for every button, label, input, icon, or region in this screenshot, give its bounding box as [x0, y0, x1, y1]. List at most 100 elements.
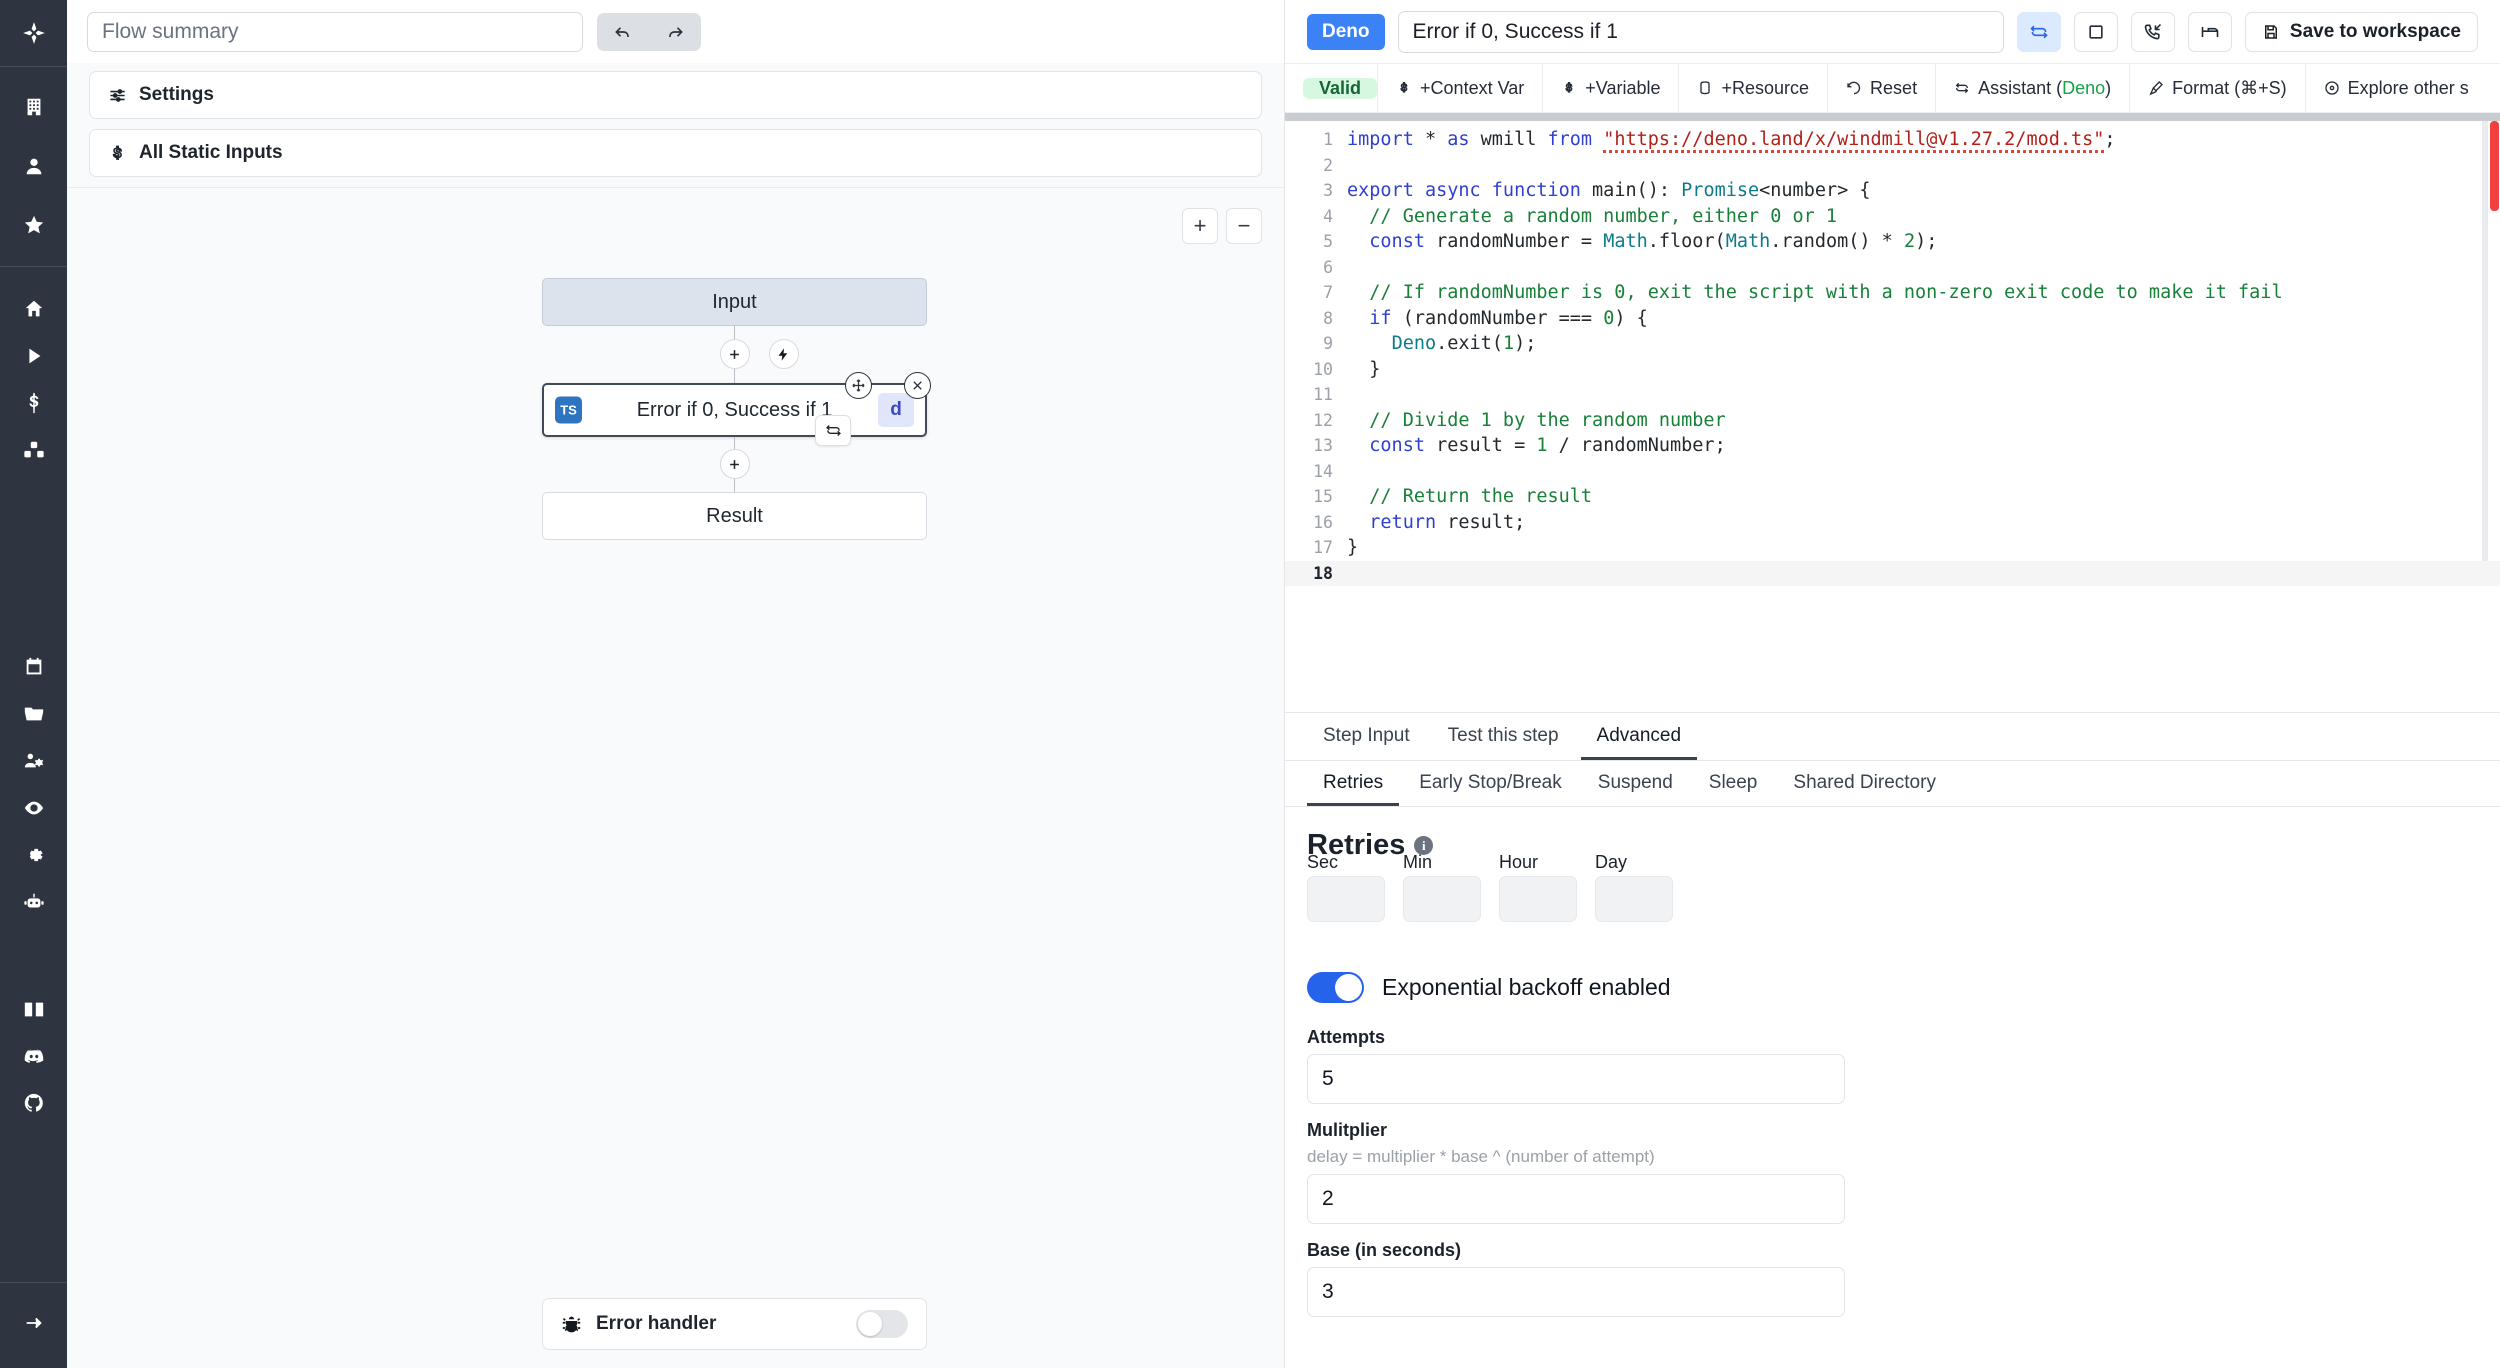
windmill-logo-icon[interactable]: [0, 0, 67, 66]
code-line[interactable]: 10 }: [1285, 357, 2500, 383]
code-text: // Divide 1 by the random number: [1347, 409, 1726, 431]
attempts-input[interactable]: 5: [1307, 1054, 1845, 1104]
sidebar-item-variables[interactable]: [0, 379, 67, 426]
code-text: const result = 1 / randomNumber;: [1369, 435, 1726, 457]
code-line[interactable]: 9 Deno.exit(1);: [1285, 331, 2500, 357]
trigger-button[interactable]: [768, 339, 799, 369]
unit-day-input[interactable]: [1595, 876, 1673, 922]
unit-hour-input[interactable]: [1499, 876, 1577, 922]
sidebar-item-favorites[interactable]: [0, 201, 67, 248]
sidebar-item-workspace[interactable]: [0, 83, 67, 130]
flow-node-input[interactable]: Input: [542, 278, 927, 326]
tab-test-this-step[interactable]: Test this step: [1447, 725, 1559, 746]
sidebar-item-settings[interactable]: [0, 831, 67, 878]
node-retry-badge[interactable]: [815, 415, 851, 446]
static-inputs-panel-button[interactable]: All Static Inputs: [89, 129, 1262, 177]
sidebar-item-discord[interactable]: [0, 1032, 67, 1079]
code-text: // Return the result: [1347, 486, 1593, 508]
assistant-button[interactable]: Assistant (Deno): [1936, 64, 2131, 112]
zoom-in-button[interactable]: +: [1182, 208, 1218, 244]
add-step-button-bottom[interactable]: [719, 449, 750, 479]
move-node-handle[interactable]: [845, 372, 872, 399]
error-handler-toggle[interactable]: [856, 1310, 908, 1338]
suspend-button[interactable]: [2130, 11, 2175, 52]
sidebar-item-audit-logs[interactable]: [0, 784, 67, 831]
code-line[interactable]: 7 // If randomNumber is 0, exit the scri…: [1285, 280, 2500, 306]
code-line[interactable]: 2: [1285, 153, 2500, 179]
exponential-backoff-toggle[interactable]: [1307, 972, 1364, 1003]
code-line[interactable]: 6: [1285, 255, 2500, 281]
code-line[interactable]: 13 const result = 1 / randomNumber;: [1285, 433, 2500, 459]
sidebar-item-resources[interactable]: [0, 426, 67, 473]
settings-panel-label: Settings: [139, 84, 214, 105]
rail-group-top: [0, 67, 67, 248]
base-input[interactable]: 3: [1307, 1267, 1845, 1317]
tab-advanced[interactable]: Advanced: [1580, 725, 1698, 760]
flow-node-step[interactable]: TS Error if 0, Success if 1 d: [542, 383, 927, 437]
info-icon[interactable]: i: [1414, 836, 1434, 855]
multiplier-input[interactable]: 2: [1307, 1174, 1845, 1224]
code-text: // If randomNumber is 0, exit the script…: [1347, 282, 2283, 304]
retries-toggle-button[interactable]: [2016, 11, 2061, 52]
sleep-button[interactable]: [2187, 11, 2232, 52]
code-line[interactable]: 11: [1285, 382, 2500, 408]
undo-button[interactable]: [597, 13, 649, 51]
code-line[interactable]: 15 // Return the result: [1285, 484, 2500, 510]
early-stop-button[interactable]: [2073, 11, 2118, 52]
code-line[interactable]: 8 if (randomNumber === 0) {: [1285, 306, 2500, 332]
save-to-workspace-button[interactable]: Save to workspace: [2244, 11, 2478, 52]
sidebar-item-schedules[interactable]: [0, 643, 67, 690]
sidebar-item-runs[interactable]: [0, 332, 67, 379]
sidebar-item-groups[interactable]: [0, 737, 67, 784]
redo-button[interactable]: [649, 13, 701, 51]
reset-button[interactable]: Reset: [1828, 64, 1937, 112]
editor-horizontal-scrollbar[interactable]: [1285, 113, 2500, 121]
code-line[interactable]: 18: [1285, 560, 2500, 586]
unit-min-input[interactable]: [1403, 876, 1481, 922]
code-line[interactable]: 5 const randomNumber = Math.floor(Math.r…: [1285, 229, 2500, 255]
subtab-shared-directory[interactable]: Shared Directory: [1793, 772, 1936, 793]
flow-canvas[interactable]: + − Input TS: [67, 187, 1284, 1368]
expand-sidebar-button[interactable]: [0, 1299, 67, 1346]
code-text: }: [1347, 537, 1359, 559]
code-line[interactable]: 4 // Generate a random number, either 0 …: [1285, 204, 2500, 230]
line-number: 7: [1323, 283, 1333, 303]
subtab-early-stop-break[interactable]: Early Stop/Break: [1419, 772, 1562, 793]
code-line[interactable]: 17}: [1285, 535, 2500, 561]
sidebar-item-docs[interactable]: [0, 985, 67, 1032]
code-line[interactable]: 14: [1285, 459, 2500, 485]
code-line[interactable]: 16 return result;: [1285, 510, 2500, 536]
add-resource-button[interactable]: +Resource: [1679, 64, 1829, 112]
subtab-suspend[interactable]: Suspend: [1597, 772, 1673, 793]
step-name-input[interactable]: Error if 0, Success if 1: [1397, 10, 2004, 53]
code-line[interactable]: 12 // Divide 1 by the random number: [1285, 408, 2500, 434]
zoom-out-button[interactable]: −: [1226, 208, 1262, 244]
editor-vertical-scrollbar[interactable]: [2488, 121, 2500, 711]
sidebar-item-github[interactable]: [0, 1079, 67, 1126]
flow-node-result[interactable]: Result: [542, 492, 927, 540]
flow-summary-input[interactable]: Flow summary: [87, 11, 583, 52]
sidebar-item-workers[interactable]: [0, 878, 67, 925]
unit-sec-input[interactable]: [1307, 876, 1385, 922]
format-button[interactable]: Format (⌘+S): [2130, 64, 2306, 112]
add-step-button-top[interactable]: [719, 339, 750, 369]
left-sidebar-rail: [0, 0, 67, 1368]
error-handler-card[interactable]: Error handler: [542, 1298, 927, 1350]
explore-scripts-button[interactable]: Explore other s: [2306, 64, 2487, 112]
gear-icon: [29, 848, 43, 861]
rail-group-nav: [0, 267, 67, 473]
delete-node-button[interactable]: [904, 372, 931, 399]
flow-editor-pane: Flow summary Settings All Static Inputs: [67, 0, 1285, 1368]
add-context-var-button[interactable]: +Context Var: [1378, 64, 1544, 112]
sidebar-item-folders[interactable]: [0, 690, 67, 737]
subtab-retries[interactable]: Retries: [1307, 772, 1400, 806]
settings-panel-button[interactable]: Settings: [89, 71, 1262, 119]
sidebar-item-home[interactable]: [0, 285, 67, 332]
subtab-sleep[interactable]: Sleep: [1708, 772, 1758, 793]
add-variable-button[interactable]: +Variable: [1543, 64, 1680, 112]
sidebar-item-user[interactable]: [0, 142, 67, 189]
tab-step-input[interactable]: Step Input: [1323, 725, 1410, 746]
